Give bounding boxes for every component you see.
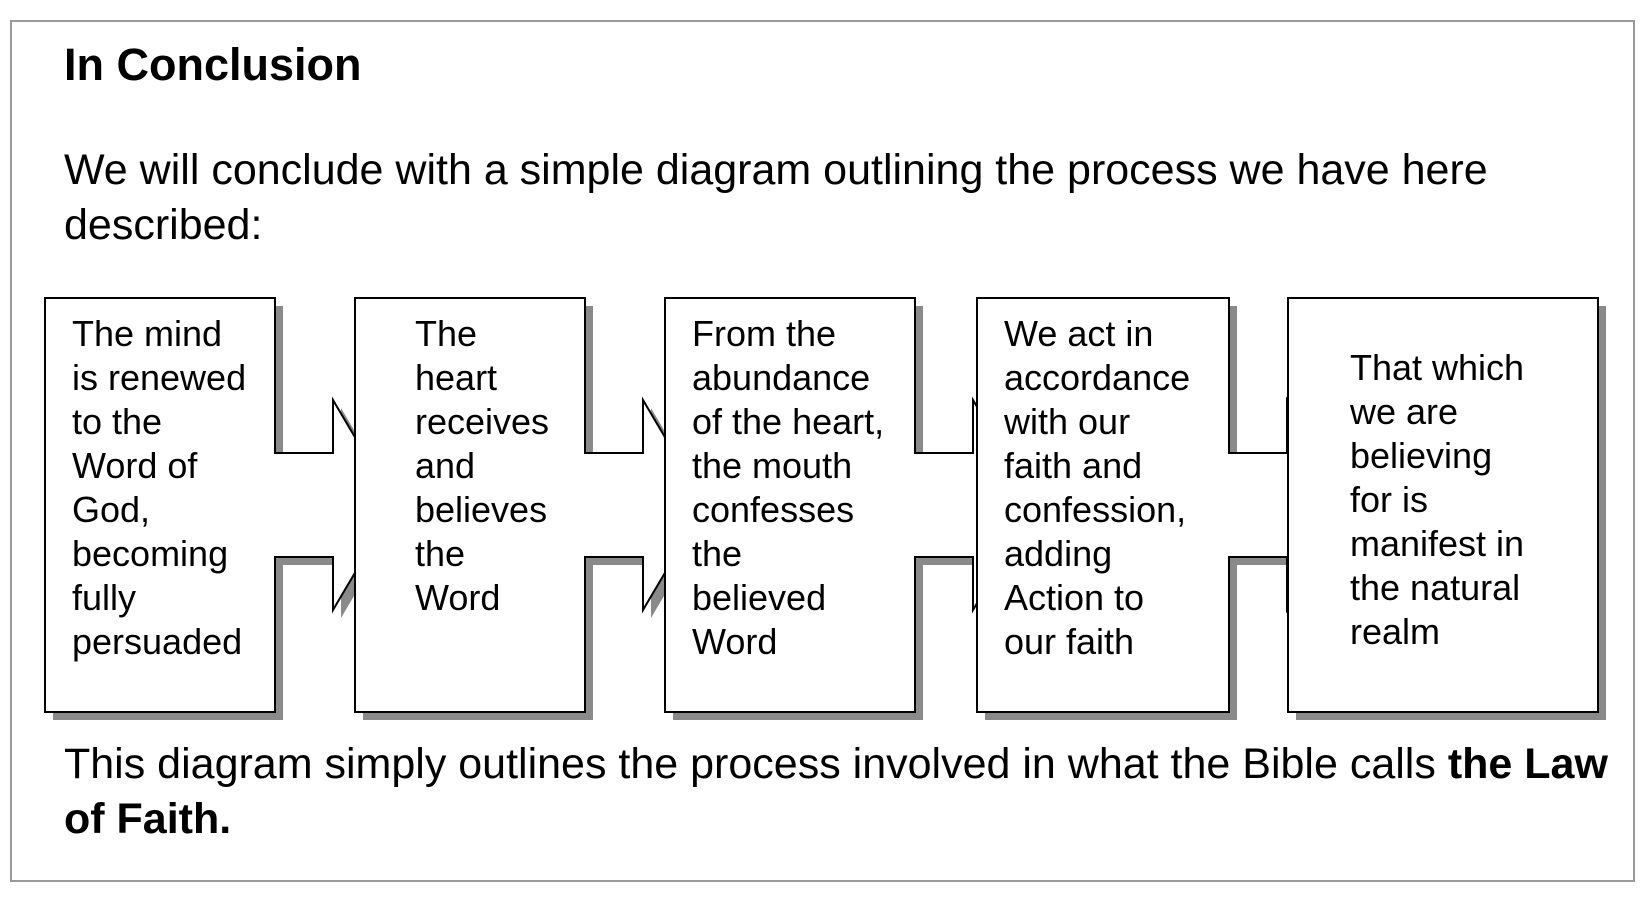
diagram-step-text: That which we are believing for is manif… (1350, 347, 1525, 652)
diagram-step-text: The heart receives and believes the Word (415, 313, 550, 618)
outro-text: This diagram simply outlines the process… (64, 740, 1448, 788)
intro-paragraph: We will conclude with a simple diagram o… (64, 146, 1488, 249)
diagram-step-text: The mind is renewed to the Word of God, … (72, 313, 247, 662)
section-heading: In Conclusion (64, 39, 362, 90)
diagram-step-text: From the abundance of the heart, the mou… (692, 313, 885, 662)
step-box-final (1287, 297, 1599, 713)
diagram-step-text: We act in accordance with our faith and … (1004, 313, 1191, 662)
law-of-faith-emphasis: the Law of Faith. (64, 740, 1608, 843)
outro-paragraph: This diagram simply outlines the process… (64, 737, 1639, 847)
